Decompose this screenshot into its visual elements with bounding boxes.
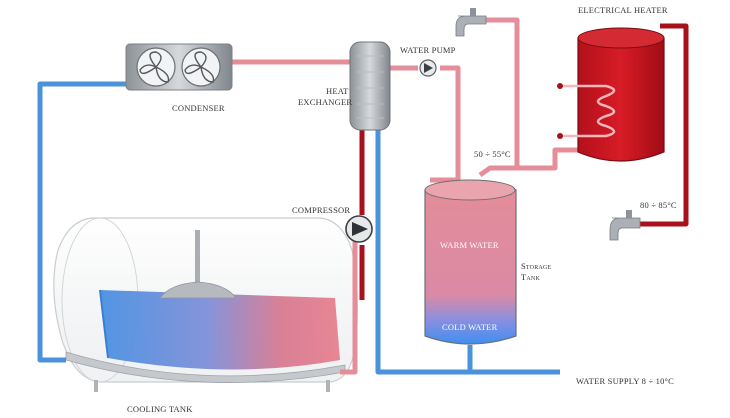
heating-coil xyxy=(562,84,616,138)
hot-refrigerant-pipes xyxy=(359,23,689,300)
condenser-unit xyxy=(125,43,233,91)
water-pump xyxy=(419,59,437,77)
hot-pipes xyxy=(232,17,578,375)
water-supply-label: WATER SUPPLY 8 ÷ 10°C xyxy=(576,376,674,386)
electrical-heater-label: ELECTRICAL HEATER xyxy=(578,5,668,15)
storage-temperature-label: 50 ÷ 55°C xyxy=(474,149,511,159)
compressor xyxy=(345,215,373,243)
compressor-label: COMPRESSOR xyxy=(292,205,351,215)
heat-exchanger xyxy=(349,41,391,131)
faucet-icon xyxy=(455,8,487,37)
water-pump-label: WATER PUMP xyxy=(400,45,456,55)
fan-icon xyxy=(139,51,215,83)
condenser-label: CONDENSER xyxy=(172,103,225,113)
cold-water-label: COLD WATER xyxy=(442,322,498,332)
storage-tank-label-line1: Storage xyxy=(521,261,552,271)
heat-exchanger-label-line1: HEAT xyxy=(326,86,349,96)
electrical-heater xyxy=(557,27,665,162)
warm-water-label: WARM WATER xyxy=(440,240,499,250)
cold-pipes xyxy=(37,81,560,375)
heat-exchanger-label-line2: EXCHANGER xyxy=(298,97,353,107)
storage-tank xyxy=(424,179,517,345)
storage-tank-label-line2: Tank xyxy=(521,272,540,282)
heater-temperature-label: 80 ÷ 85°C xyxy=(640,200,677,210)
cooling-tank xyxy=(53,217,358,392)
faucet-icon xyxy=(609,210,641,241)
cooling-tank-label: COOLING TANK xyxy=(127,404,193,414)
